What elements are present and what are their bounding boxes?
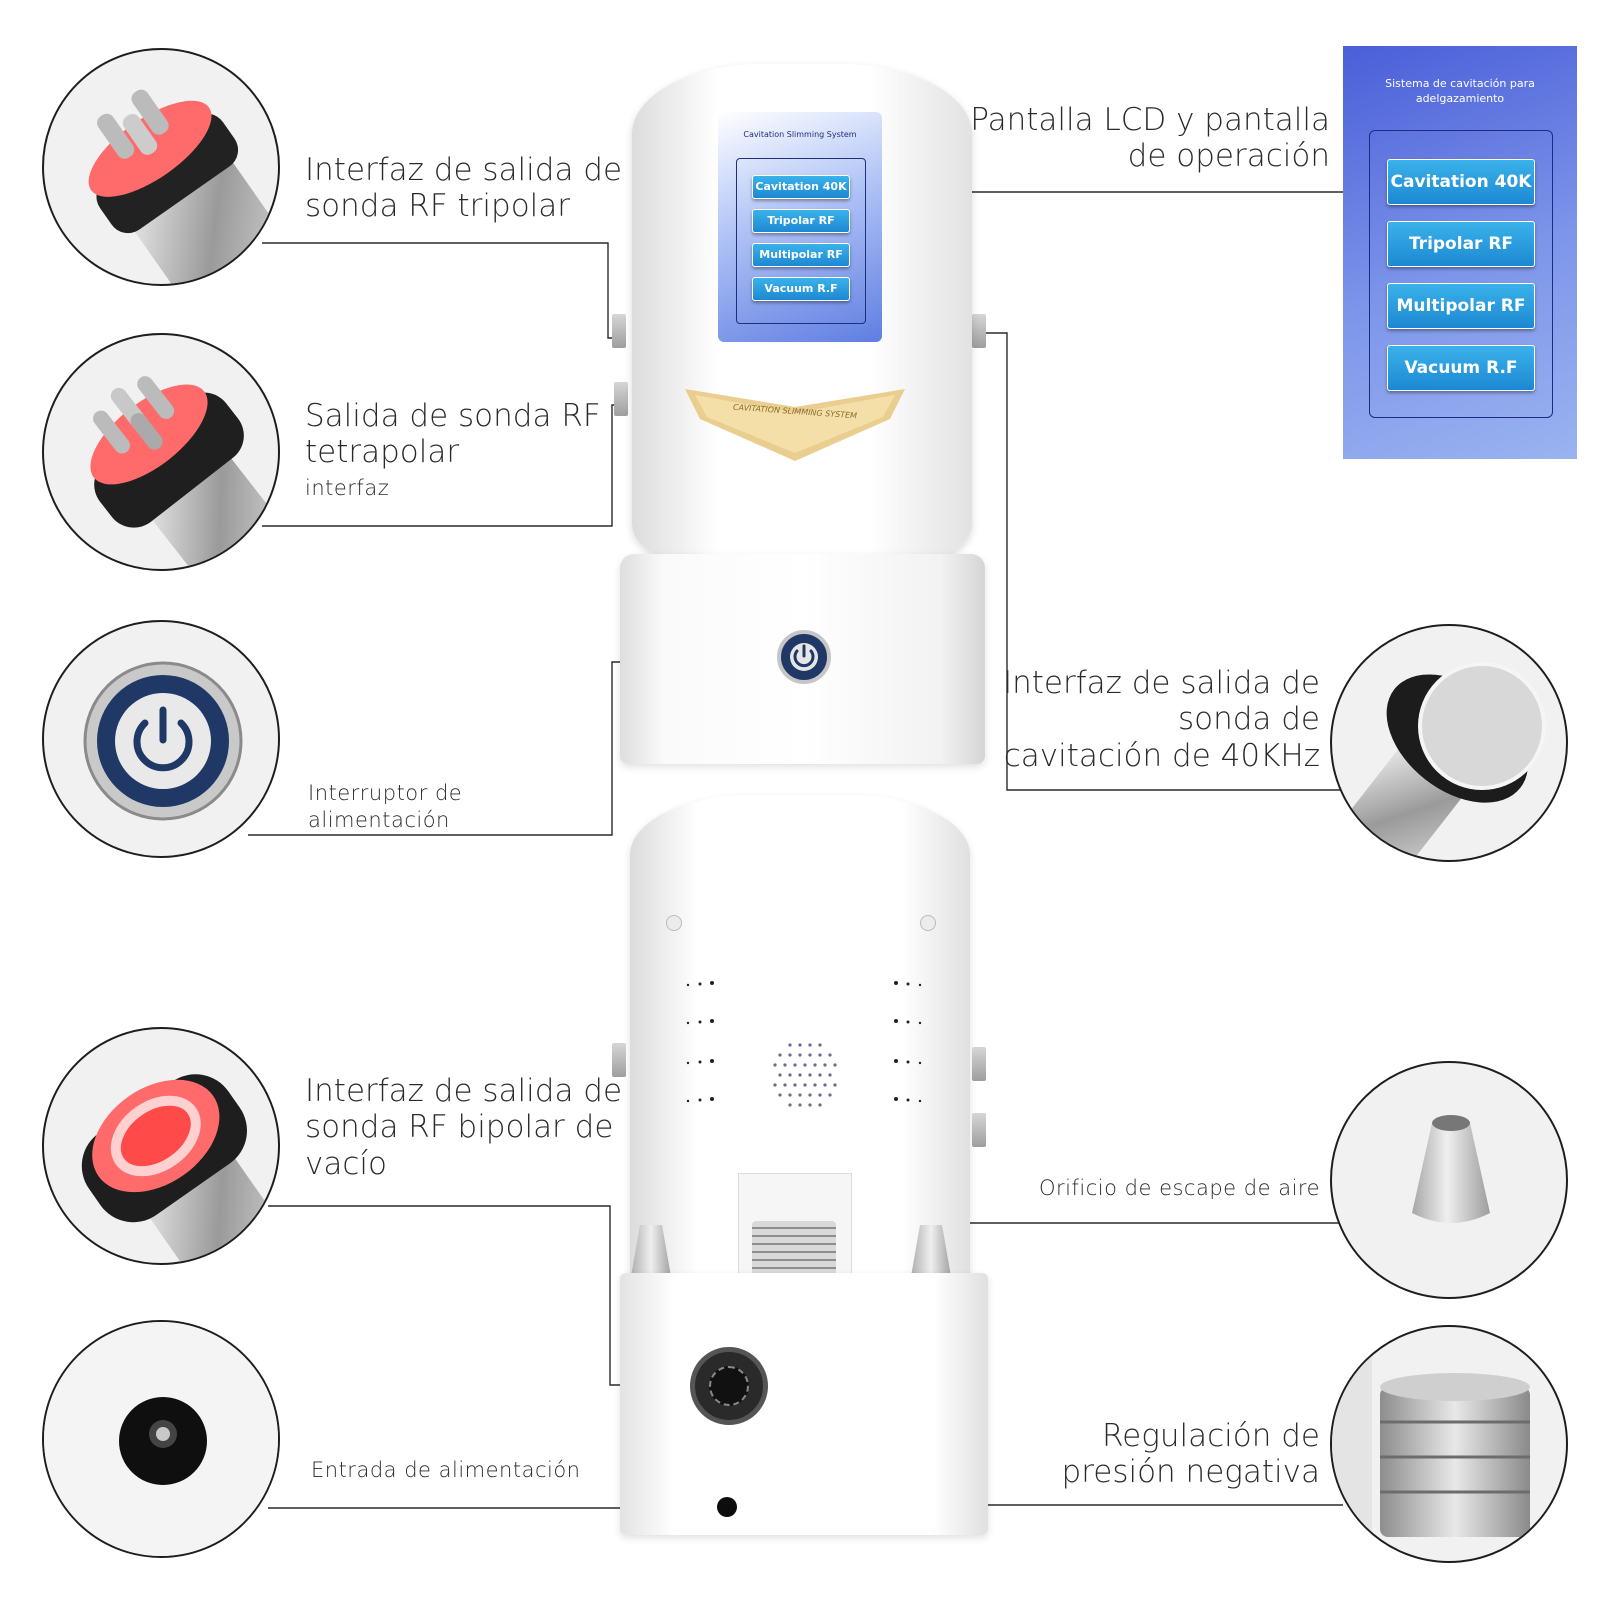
label-tripolar: Interfaz de salida de sonda RF tripolar bbox=[305, 152, 623, 225]
lcd-zoom-menu-vacuum[interactable]: Vacuum R.F bbox=[1387, 345, 1535, 391]
tetrapolar-probe-photo bbox=[42, 333, 280, 571]
device-back bbox=[612, 795, 995, 1540]
screen-title: Cavitation Slimming System bbox=[743, 130, 857, 139]
power-button[interactable] bbox=[777, 630, 831, 684]
cavitation-probe-photo bbox=[1330, 624, 1568, 862]
back-port-left bbox=[612, 1043, 626, 1077]
lcd-zoom-menu-tripolar[interactable]: Tripolar RF bbox=[1387, 221, 1535, 267]
screen-menu-cavitation[interactable]: Cavitation 40K bbox=[752, 175, 850, 199]
screen-menu-vacuum[interactable]: Vacuum R.F bbox=[752, 277, 850, 301]
device-screen: Cavitation Slimming System Cavitation 40… bbox=[718, 112, 882, 342]
device-logo-badge bbox=[685, 389, 905, 461]
label-lcd: Pantalla LCD y pantalla de operación bbox=[970, 102, 1330, 175]
device-back-base bbox=[620, 1273, 988, 1535]
leader-air bbox=[944, 1222, 1342, 1226]
screw-hole-right bbox=[920, 915, 936, 931]
device-front: Cavitation Slimming System Cavitation 40… bbox=[612, 64, 986, 764]
lcd-zoom-menu-cavitation[interactable]: Cavitation 40K bbox=[1387, 159, 1535, 205]
lcd-zoom-panel: Sistema de cavitación para adelgazamient… bbox=[1343, 46, 1577, 459]
screen-menu-multipolar[interactable]: Multipolar RF bbox=[752, 243, 850, 267]
vent-grille bbox=[686, 981, 922, 1107]
tripolar-probe-photo bbox=[42, 48, 280, 286]
label-power-switch: Interruptor de alimentación bbox=[308, 781, 463, 833]
screw-hole-left bbox=[666, 915, 682, 931]
label-cavitation: Interfaz de salida de sonda de cavitació… bbox=[1002, 665, 1320, 774]
pressure-knob[interactable] bbox=[752, 1221, 836, 1281]
power-input-jack bbox=[717, 1497, 737, 1517]
screen-menu-frame: Cavitation 40K Tripolar RF Multipolar RF… bbox=[736, 158, 866, 324]
power-input-photo bbox=[42, 1320, 280, 1558]
port-right bbox=[972, 314, 986, 348]
back-port-right-upper bbox=[972, 1047, 986, 1081]
port-left-upper bbox=[612, 314, 626, 348]
power-switch-photo bbox=[42, 620, 280, 858]
power-icon bbox=[133, 706, 193, 772]
air-exhaust-photo bbox=[1330, 1061, 1568, 1299]
lcd-zoom-menu-multipolar[interactable]: Multipolar RF bbox=[1387, 283, 1535, 329]
label-negative-pressure: Regulación de presión negativa bbox=[1061, 1418, 1320, 1491]
back-port-right-lower bbox=[972, 1113, 986, 1147]
label-tetrapolar: Salida de sonda RF tetrapolar interfaz bbox=[305, 398, 601, 500]
port-left-lower bbox=[614, 382, 628, 416]
label-power-input: Entrada de alimentación bbox=[311, 1458, 581, 1482]
leader-tripolar bbox=[262, 242, 620, 339]
lcd-zoom-title: Sistema de cavitación para adelgazamient… bbox=[1385, 77, 1535, 105]
pressure-knob-photo bbox=[1330, 1325, 1568, 1563]
probe-connector bbox=[690, 1347, 768, 1425]
label-air-exhaust: Orificio de escape de aire bbox=[1039, 1176, 1320, 1200]
power-icon bbox=[790, 643, 818, 671]
vacuum-probe-photo bbox=[42, 1027, 280, 1265]
screen-menu-tripolar[interactable]: Tripolar RF bbox=[752, 209, 850, 233]
lcd-zoom-menu-frame: Cavitation 40K Tripolar RF Multipolar RF… bbox=[1369, 130, 1553, 418]
label-vacuum: Interfaz de salida de sonda RF bipolar d… bbox=[305, 1073, 623, 1182]
